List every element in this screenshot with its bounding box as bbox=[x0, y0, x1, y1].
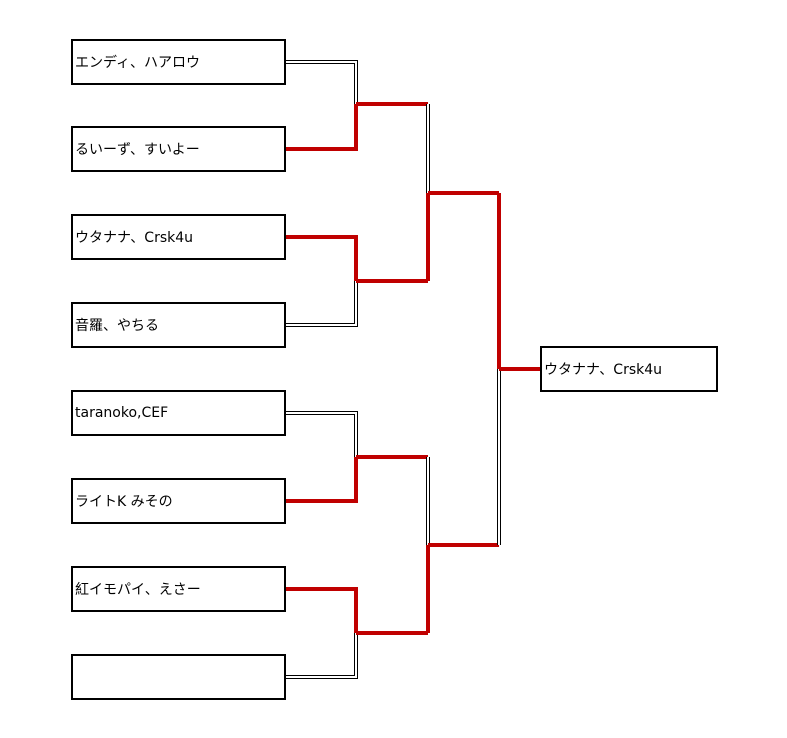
team-box-8 bbox=[71, 654, 286, 700]
team-box-5: taranoko,CEF bbox=[71, 390, 286, 436]
team-box-1: エンディ、ハアロウ bbox=[71, 39, 286, 85]
connector-r1-a-bottom-win bbox=[286, 104, 358, 151]
team-box-3: ウタナナ、Crsk4u bbox=[71, 214, 286, 260]
connector-r1-a-top bbox=[286, 60, 358, 104]
team-box-6: ライトK みその bbox=[71, 478, 286, 524]
connector-r1-d-bottom bbox=[286, 633, 358, 679]
connector-r1-b-bottom bbox=[286, 281, 358, 327]
team-box-4: 音羅、やちる bbox=[71, 302, 286, 348]
connector-r1-b-top-win bbox=[286, 235, 358, 281]
connector-r1-d-top-win bbox=[286, 587, 358, 633]
team-box-2: るいーず、すいよー bbox=[71, 126, 286, 172]
connector-r1-c-bottom-win bbox=[286, 457, 358, 503]
team-box-7: 紅イモパイ、えさー bbox=[71, 566, 286, 612]
champion-box: ウタナナ、Crsk4u bbox=[540, 346, 718, 392]
connector-r1-c-top bbox=[286, 411, 358, 457]
